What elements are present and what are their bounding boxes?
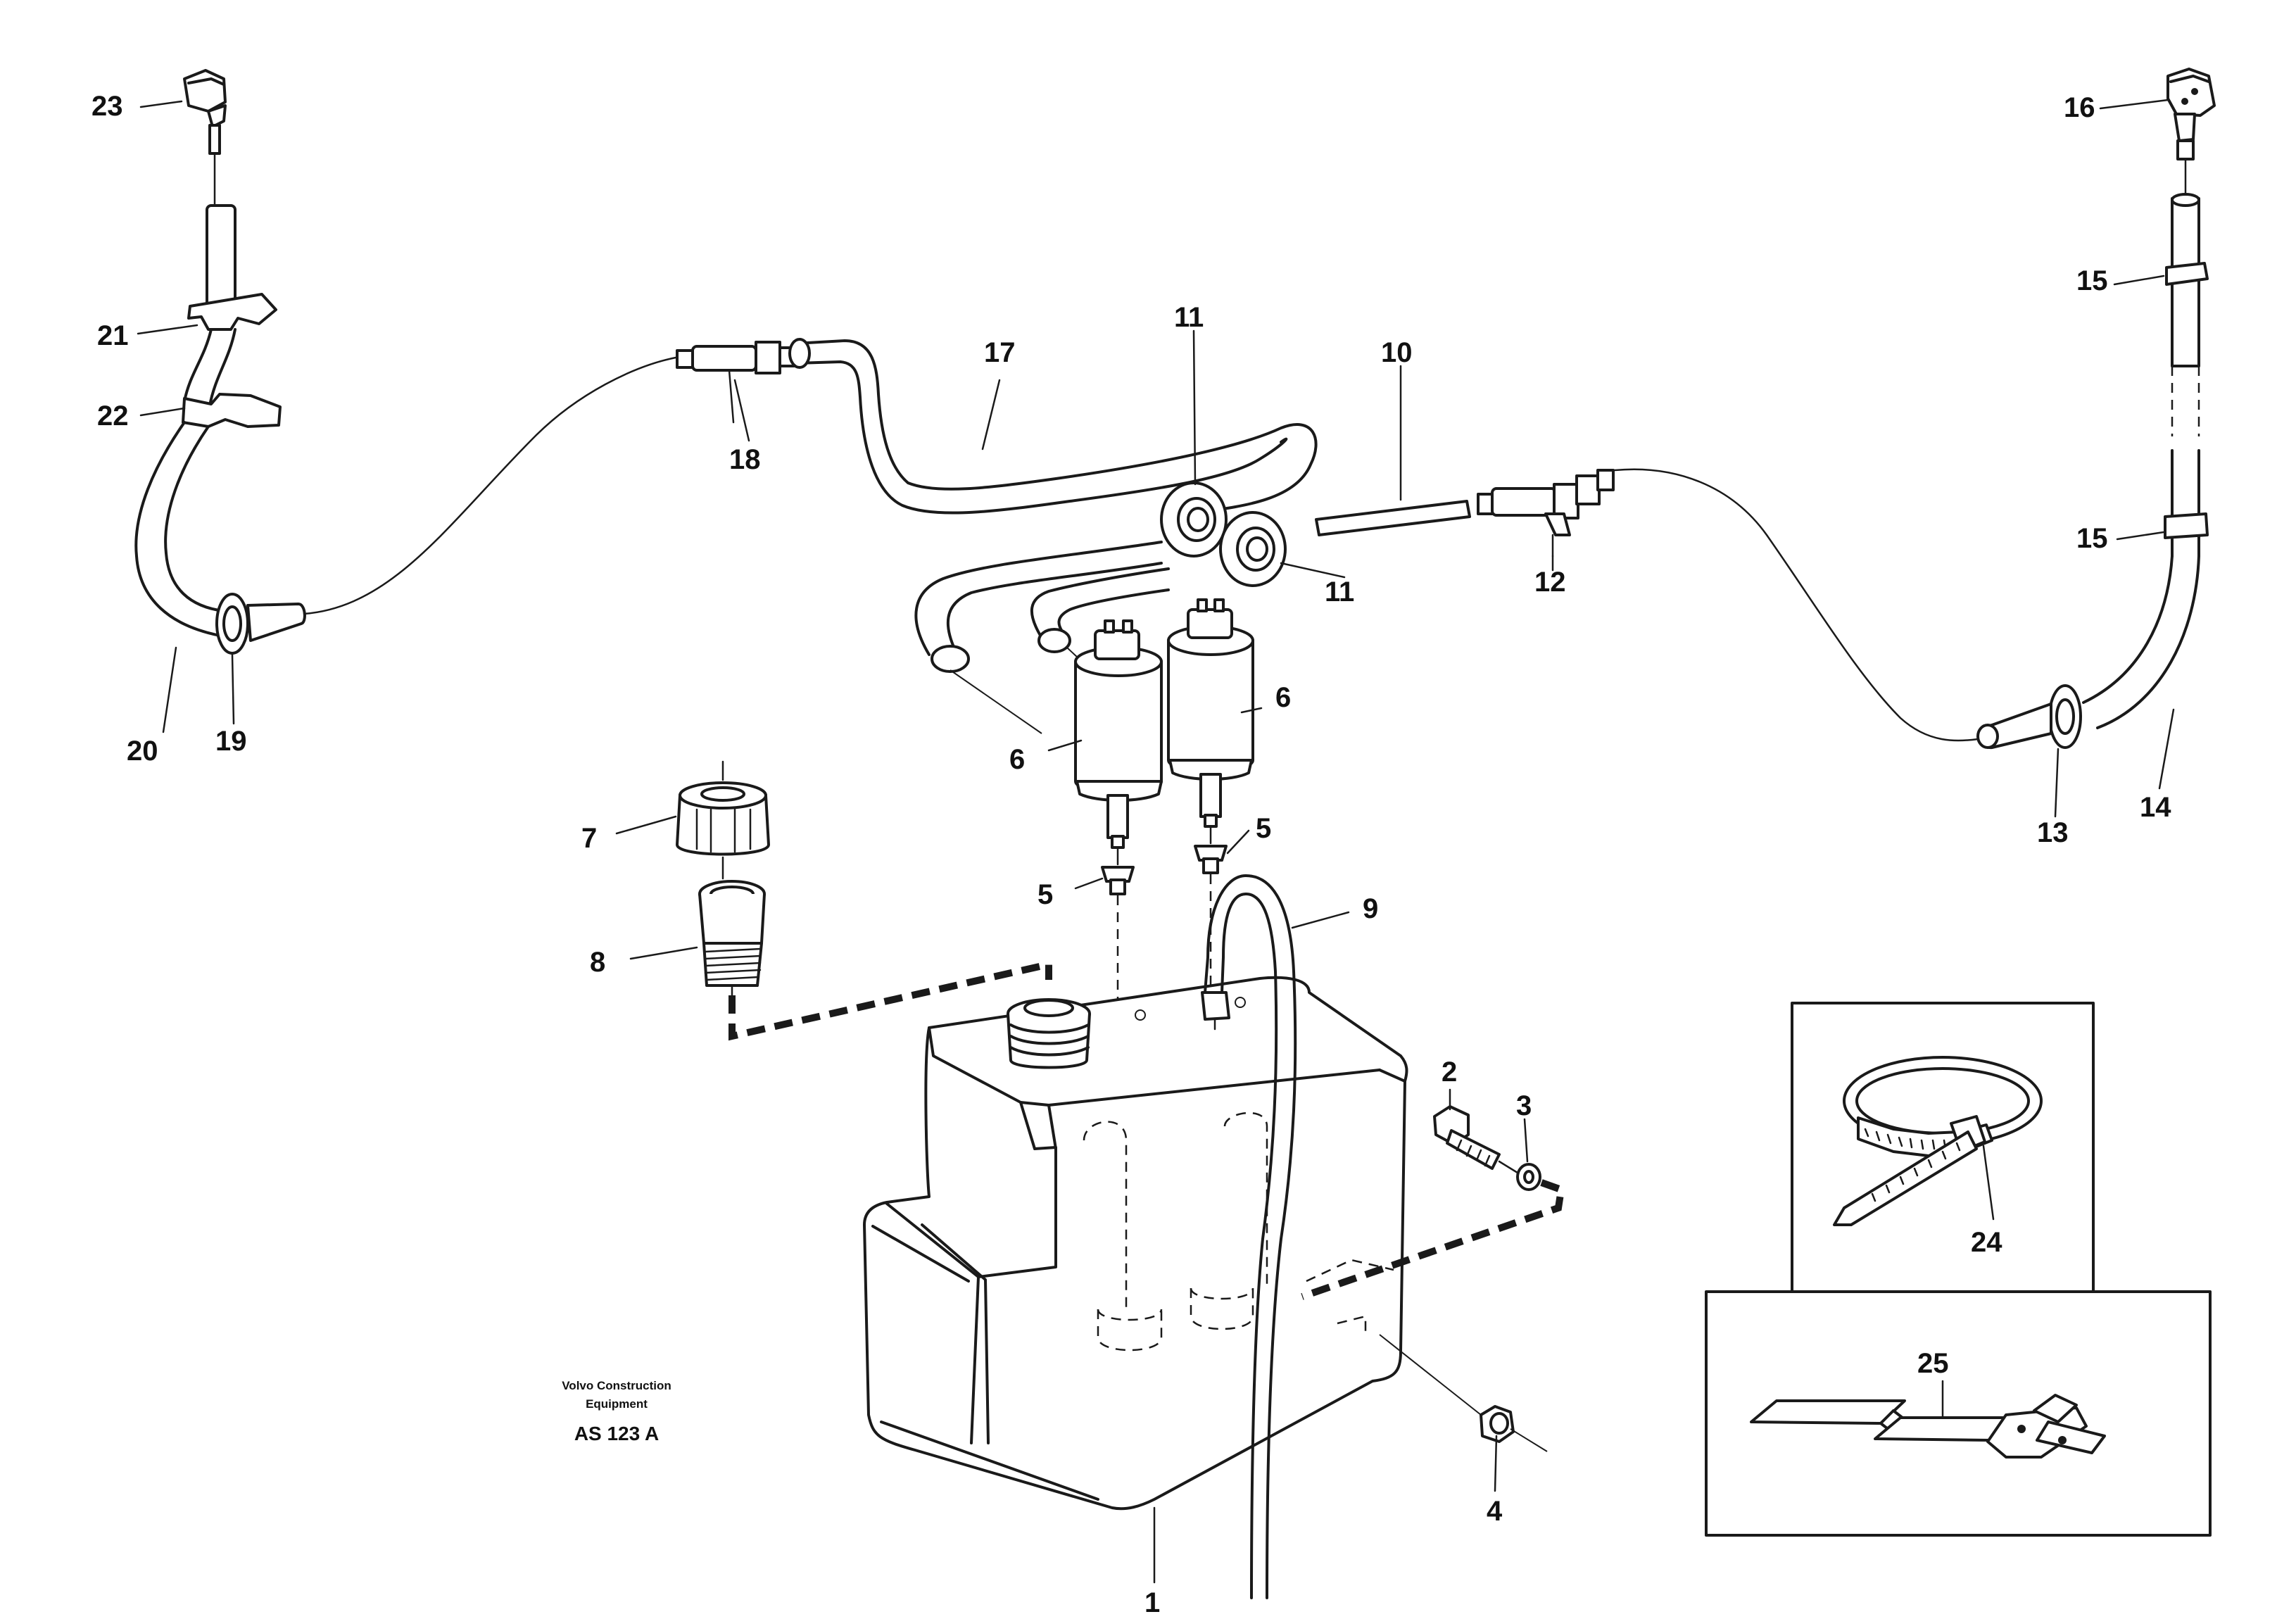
right-washer-nozzle xyxy=(2166,68,2216,197)
leader-lines xyxy=(137,99,2175,1584)
strainer-8 xyxy=(698,880,766,998)
callout-4: 4 xyxy=(1487,1496,1503,1527)
pump-6-left xyxy=(1074,619,1163,866)
washer-3 xyxy=(1516,1163,1541,1191)
callout-13: 13 xyxy=(2037,817,2069,848)
callout-18: 18 xyxy=(729,444,761,475)
screw-to-tank-leader xyxy=(1301,1179,1565,1300)
callout-24: 24 xyxy=(1971,1227,2002,1258)
filler-cap-7 xyxy=(676,760,770,880)
detail-box-24 xyxy=(1791,1002,2095,1293)
connector-12 xyxy=(1477,468,1979,742)
callout-6-left: 6 xyxy=(1009,744,1025,775)
hose-9 xyxy=(1201,874,1297,1599)
drawing-credit: Volvo Construction Equipment AS 123 A xyxy=(562,1379,671,1444)
pump-hoses xyxy=(914,541,1170,734)
connector-18 xyxy=(676,341,795,424)
callout-15-upper: 15 xyxy=(2076,265,2108,296)
callout-2: 2 xyxy=(1442,1057,1457,1088)
callout-11-upper: 11 xyxy=(1174,302,1204,333)
callout-12: 12 xyxy=(1534,567,1566,598)
callout-1: 1 xyxy=(1144,1587,1160,1618)
credit-line-2: Equipment xyxy=(586,1397,648,1411)
detail-box-25 xyxy=(1705,1290,2212,1537)
callout-19: 19 xyxy=(215,726,247,757)
callout-14: 14 xyxy=(2140,792,2171,823)
washer-tank-1 xyxy=(863,976,1408,1511)
callout-5-right: 5 xyxy=(1256,813,1271,844)
callout-15-lower: 15 xyxy=(2076,523,2108,554)
credit-line-1: Volvo Construction xyxy=(562,1379,671,1392)
pump-6-right xyxy=(1167,598,1254,845)
hose-10 xyxy=(1315,500,1471,536)
drawing-code: AS 123 A xyxy=(574,1423,659,1444)
callout-7: 7 xyxy=(581,823,597,854)
callout-22: 22 xyxy=(97,401,129,431)
callout-25: 25 xyxy=(1917,1348,1949,1379)
callout-10: 10 xyxy=(1381,337,1413,368)
grommet-11-upper xyxy=(1160,481,1228,557)
callout-5-left: 5 xyxy=(1037,879,1053,910)
callout-23: 23 xyxy=(92,91,123,122)
left-nozzle-tube xyxy=(134,204,677,655)
callout-3: 3 xyxy=(1516,1090,1532,1121)
hose-17 xyxy=(788,338,1318,515)
screw-2 xyxy=(1433,1105,1519,1174)
right-nozzle-tube xyxy=(1976,193,2209,749)
callout-11-lower: 11 xyxy=(1325,577,1354,607)
grommet-11-lower xyxy=(1219,511,1287,587)
nut-4 xyxy=(1379,1334,1548,1452)
callout-8: 8 xyxy=(590,947,605,978)
left-washer-nozzle xyxy=(183,69,227,206)
callout-9: 9 xyxy=(1363,893,1378,924)
callout-21: 21 xyxy=(97,320,129,351)
callout-16: 16 xyxy=(2064,92,2095,123)
strainer-to-tank-leader xyxy=(728,959,1052,1041)
callout-6-right: 6 xyxy=(1275,682,1291,713)
callout-labels: 23 21 22 20 19 18 17 11 11 10 12 16 15 1… xyxy=(92,91,2171,1618)
callout-20: 20 xyxy=(127,736,158,767)
callout-17: 17 xyxy=(984,337,1016,368)
